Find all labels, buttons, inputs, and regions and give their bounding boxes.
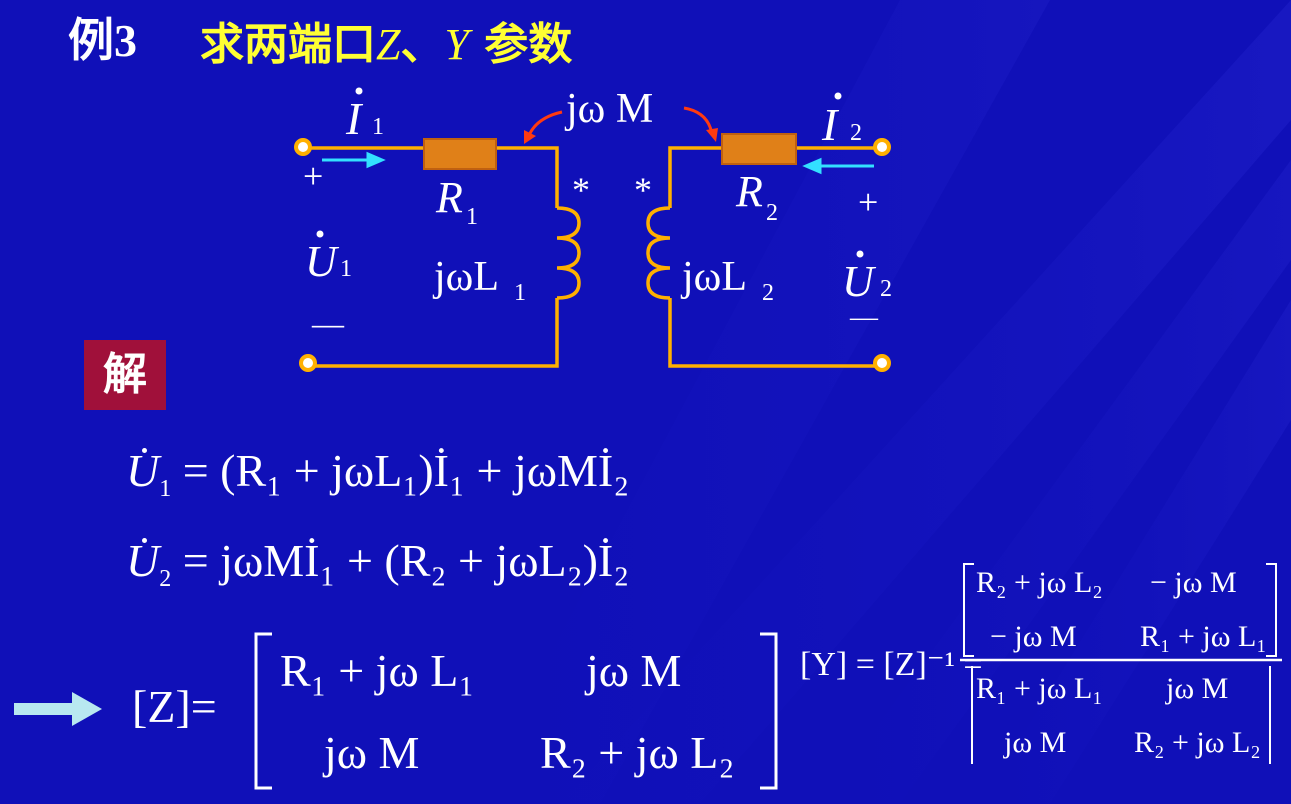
label-l2: jωL: [680, 254, 747, 300]
y-num-11: R₂ + jω L₂: [976, 566, 1103, 599]
coupled-inductor-circuit: I 1 jω M I 2 + R 1 * * R 2 + U 1 jωL 1 j…: [294, 86, 892, 372]
inductor-l1: [556, 206, 581, 300]
y-formula-label: [Y] = [Z]⁻¹ =: [800, 646, 983, 683]
y-num-21: − jω M: [990, 620, 1077, 653]
z-cell-21: jω M: [322, 727, 419, 778]
equation-2: U2 = jωMİ₁ + (R₂ + jωL₂)İ₂: [126, 535, 630, 592]
label-plus-1: +: [303, 156, 323, 196]
equation-1: U1 = (R₁ + jωL₁)İ₁ + jωMİ₂: [126, 445, 630, 502]
solve-badge: 解: [84, 340, 166, 410]
y-formula: R₂ + jω L₂ − jω M − jω M R₁ + jω L₁ R₁ +…: [960, 563, 1282, 764]
dot-mark-2: *: [634, 170, 652, 210]
svg-text:2: 2: [766, 200, 778, 226]
result-arrow-icon: [14, 692, 102, 726]
z-matrix: R₁ + jω L₁ jω M jω M R₂ + jω L₂: [254, 632, 778, 790]
y-den-21: jω M: [1003, 726, 1066, 759]
label-mutual: jω M: [564, 86, 653, 132]
z-cell-22: R₂ + jω L₂: [540, 727, 734, 778]
label-u2: U: [842, 257, 877, 306]
svg-text:2: 2: [880, 276, 892, 302]
dot-mark-1: *: [572, 170, 590, 210]
label-minus-2: —: [849, 302, 879, 333]
resistor-r2: [721, 133, 797, 165]
svg-text:2: 2: [762, 280, 774, 306]
example-number: 例3: [68, 15, 137, 66]
svg-text:2: 2: [850, 120, 862, 146]
y-den-22: R₂ + jω L₂: [1134, 726, 1261, 759]
terminals: [294, 138, 891, 372]
y-num-22: R₁ + jω L₁: [1140, 620, 1267, 653]
inductor-l2: [646, 206, 671, 300]
label-plus-2: +: [858, 182, 878, 222]
label-i2: I: [821, 99, 840, 150]
y-den-11: R₁ + jω L₁: [976, 672, 1103, 705]
z-cell-12: jω M: [584, 645, 681, 696]
svg-text:1: 1: [514, 280, 526, 306]
label-i1: I: [345, 93, 364, 144]
svg-text:1: 1: [340, 256, 352, 282]
y-den-12: jω M: [1165, 672, 1228, 705]
svg-text:1: 1: [466, 204, 478, 230]
label-minus-1: —: [311, 305, 345, 341]
label-r1: R: [435, 173, 463, 222]
label-r2: R: [735, 167, 763, 216]
svg-text:1: 1: [372, 114, 384, 140]
z-matrix-label: [Z]=: [132, 681, 217, 732]
current-arrows: [322, 151, 874, 175]
resistor-r1: [423, 138, 497, 170]
example-title: 求两端口Z、Y 参数: [200, 19, 573, 70]
circuit-wires: [306, 146, 878, 368]
label-l1: jωL: [432, 254, 499, 300]
label-u1: U: [305, 237, 340, 286]
y-num-12: − jω M: [1150, 566, 1237, 599]
z-cell-11: R₁ + jω L₁: [280, 645, 474, 696]
